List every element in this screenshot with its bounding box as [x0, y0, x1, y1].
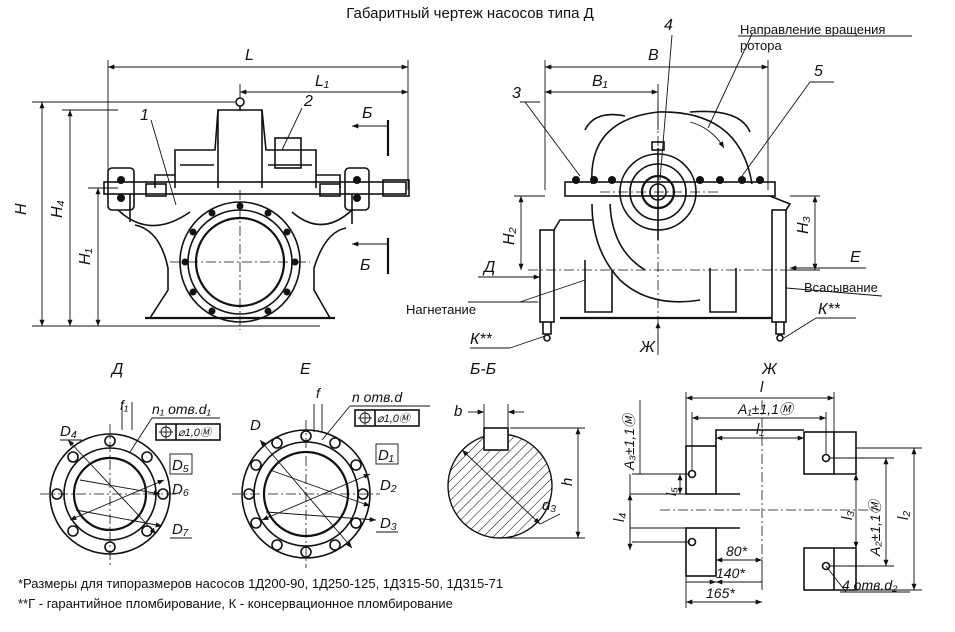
rotation-label-1: Направление вращения [740, 22, 885, 37]
dim-D4: D₄ [60, 423, 77, 440]
dim-H4: H₄ [49, 200, 66, 218]
shaft-b: b [454, 403, 462, 420]
flange-E-holes: n отв.d [352, 389, 403, 405]
flange-D-title: Д [110, 361, 123, 378]
suction-label: Всасывание [804, 280, 878, 295]
seal-left: К** [470, 331, 493, 348]
footnote-2: **Г - гарантийное пломбирование, К - кон… [18, 596, 453, 611]
callout-4: 4 [664, 17, 673, 34]
flange-D-tolerance: ⌀1,0Ⓜ [178, 426, 213, 439]
callout-2: 2 [303, 93, 313, 110]
rotation-label-2: ротора [740, 38, 782, 53]
dim-l1: l₁ [756, 421, 764, 438]
flange-D-view: Д f₁ n₁ отв.d₁ ⌀1,0Ⓜ D₄ D₅ D₆ D₇ [40, 361, 221, 566]
seal-right: К** [818, 301, 841, 318]
arrow-D: Д [482, 259, 495, 276]
dim-H: H [13, 203, 30, 215]
front-view: L L₁ H H₄ H₁ [13, 47, 410, 330]
dim-A1: A₁±1,1Ⓜ [737, 401, 795, 417]
view-J-title: Ж [761, 361, 778, 378]
arrow-E: E [850, 249, 861, 266]
dim-l5: l₅ [663, 487, 679, 496]
flange-D-holes: n₁ отв.d₁ [152, 401, 212, 417]
dim-A3: A₃±1,1Ⓜ [621, 412, 637, 471]
dim-l4: l₄ [611, 513, 628, 522]
shaft-d3: d₃ [542, 497, 556, 514]
shaft-section: b h d₃ [447, 403, 585, 539]
dim-H1: H₁ [77, 248, 94, 265]
view-J-holes: 4 отв.d₂ [842, 577, 898, 593]
dim-D2: D₂ [380, 477, 397, 494]
dim-80: 80* [726, 543, 748, 559]
footnote-1: *Размеры для типоразмеров насосов 1Д200-… [18, 576, 503, 591]
flange-E-f: f [316, 385, 322, 401]
section-label-BB: Б-Б [470, 361, 496, 378]
section-mark-B-top: Б [362, 105, 372, 122]
dim-B1: B₁ [592, 73, 608, 90]
drawing-title: Габаритный чертеж насосов типа Д [346, 5, 594, 22]
dim-140: 140* [716, 565, 745, 581]
dim-D7: D₇ [172, 521, 189, 538]
side-view: B B₁ [406, 17, 912, 378]
view-mark-J: Ж [639, 339, 656, 356]
dim-l2: l₂ [895, 511, 912, 520]
shaft-h: h [559, 478, 576, 486]
flange-E-title: E [300, 361, 311, 378]
callout-1: 1 [140, 107, 149, 124]
dim-B: B [648, 47, 659, 64]
dim-L: L [245, 47, 254, 64]
dim-A2: A₂±1,1Ⓜ [867, 498, 883, 557]
dim-165: 165* [706, 585, 735, 601]
dim-D6: D₆ [172, 481, 189, 498]
dim-H3: H₃ [795, 216, 812, 234]
callout-5: 5 [814, 63, 823, 80]
dim-l: l [760, 379, 764, 396]
flange-E-view: E f n отв.d ⌀1,0Ⓜ D D₁ D₂ D₃ [232, 361, 430, 568]
flange-E-tolerance: ⌀1,0Ⓜ [377, 412, 412, 425]
dim-D1: D₁ [378, 447, 394, 464]
dim-D3: D₃ [380, 515, 397, 532]
view-J: Ж l A₁±1,1Ⓜ l₁ A₃±1,1Ⓜ [611, 361, 922, 608]
flange-D-f1: f₁ [120, 397, 129, 413]
dim-l3: l₃ [839, 511, 856, 520]
discharge-label: Нагнетание [406, 302, 476, 317]
section-mark-B-bottom: Б [360, 257, 370, 274]
callout-3: 3 [512, 85, 521, 102]
dim-D5: D₅ [172, 457, 189, 474]
dim-D: D [250, 417, 261, 434]
dim-L1: L₁ [315, 73, 329, 90]
dim-H2: H₂ [501, 227, 518, 245]
